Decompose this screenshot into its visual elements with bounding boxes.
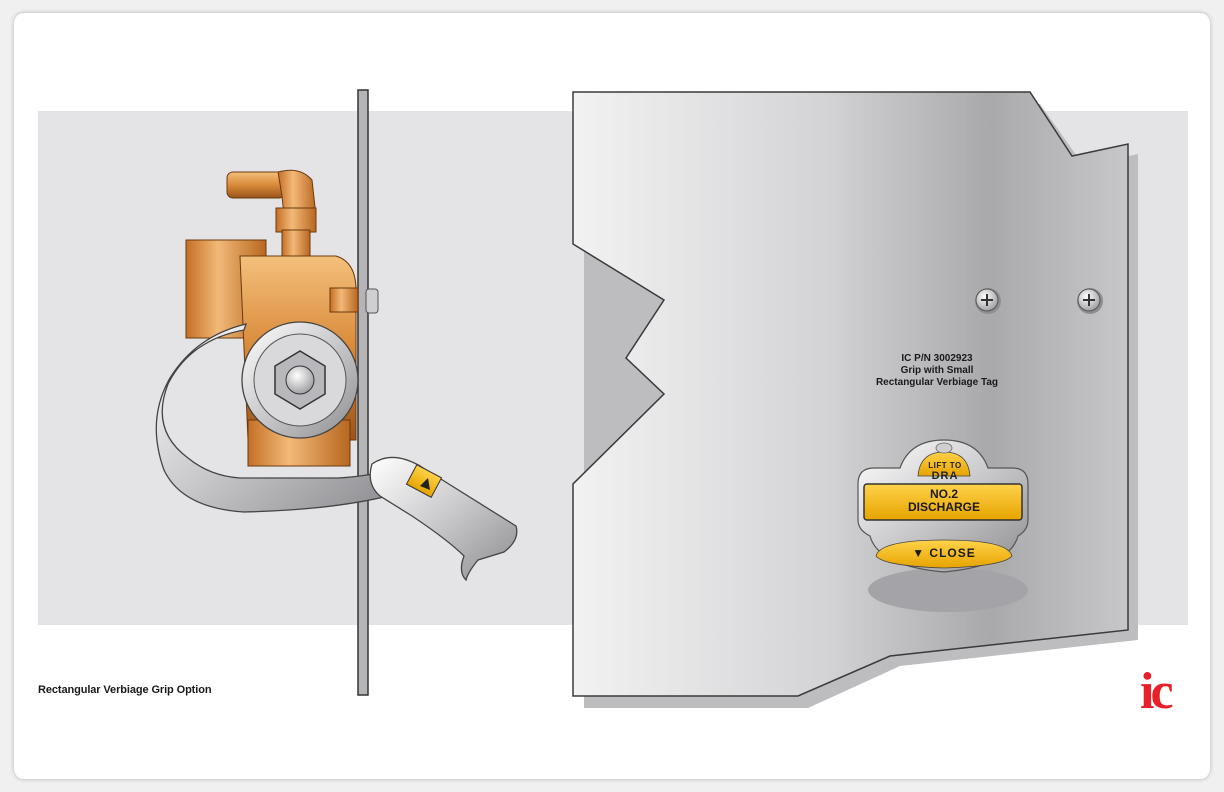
callout-line-1: IC P/N 3002923 <box>901 353 973 364</box>
screw-right <box>1077 288 1103 314</box>
figure-caption: Rectangular Verbiage Grip Option <box>38 684 212 696</box>
panel-edge <box>357 89 369 696</box>
callout-line-2: Grip with Small <box>900 365 974 376</box>
tag-label-line-1: NO.2 <box>929 487 958 501</box>
part-number-callout: IC P/N 3002923 Grip with Small Rectangul… <box>852 353 1022 389</box>
tag-top-text-2: DRA <box>931 470 959 482</box>
grip-tag-front <box>857 439 1029 612</box>
callout-line-3: Rectangular Verbiage Tag <box>875 377 999 388</box>
ic-logo: ic <box>1140 663 1173 720</box>
tag-top-text: LIFT TO <box>928 461 962 470</box>
grip-handle-side <box>155 321 518 582</box>
tag-close-text: ▼ CLOSE <box>912 546 976 560</box>
tag-label-line-2: DISCHARGE <box>907 500 980 514</box>
screw-left <box>975 288 1001 314</box>
